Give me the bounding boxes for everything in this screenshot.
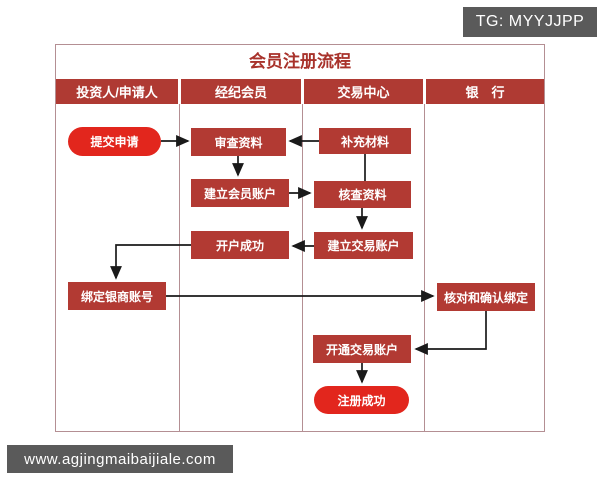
flow-node-review-materials: 审查资料	[191, 128, 286, 156]
column-header-row: 投资人/申请人 经纪会员 交易中心 银 行	[56, 79, 544, 104]
flow-node-create-member-account: 建立会员账户	[191, 179, 289, 207]
column-divider	[179, 104, 180, 431]
flow-node-check-confirm-binding: 核对和确认绑定	[437, 283, 535, 311]
flow-node-registration-success: 注册成功	[314, 386, 409, 414]
column-header-bank: 银 行	[426, 79, 544, 104]
flow-node-submit-application: 提交申请	[68, 127, 161, 156]
column-header-trading-center: 交易中心	[304, 79, 423, 104]
flow-node-create-trading-account: 建立交易账户	[314, 232, 413, 259]
flow-node-verify-materials: 核查资料	[314, 181, 411, 208]
flow-node-account-opened: 开户成功	[191, 231, 289, 259]
column-divider	[302, 104, 303, 431]
tg-watermark-badge: TG: MYYJJPP	[463, 7, 597, 37]
flow-arrows	[110, 135, 487, 384]
website-watermark-badge: www.agjingmaibaijiale.com	[7, 445, 233, 473]
column-divider	[424, 104, 425, 431]
column-header-broker: 经纪会员	[181, 79, 301, 104]
flow-node-supplement-materials: 补充材料	[319, 128, 411, 154]
flowchart: 会员注册流程 投资人/申请人 经纪会员 交易中心 银 行 提交申请 审	[55, 44, 545, 432]
flowchart-title: 会员注册流程	[249, 52, 351, 71]
flow-node-bind-bank-account: 绑定银商账号	[68, 282, 166, 310]
column-header-investor: 投资人/申请人	[56, 79, 178, 104]
flow-node-open-trading-account: 开通交易账户	[313, 335, 411, 363]
